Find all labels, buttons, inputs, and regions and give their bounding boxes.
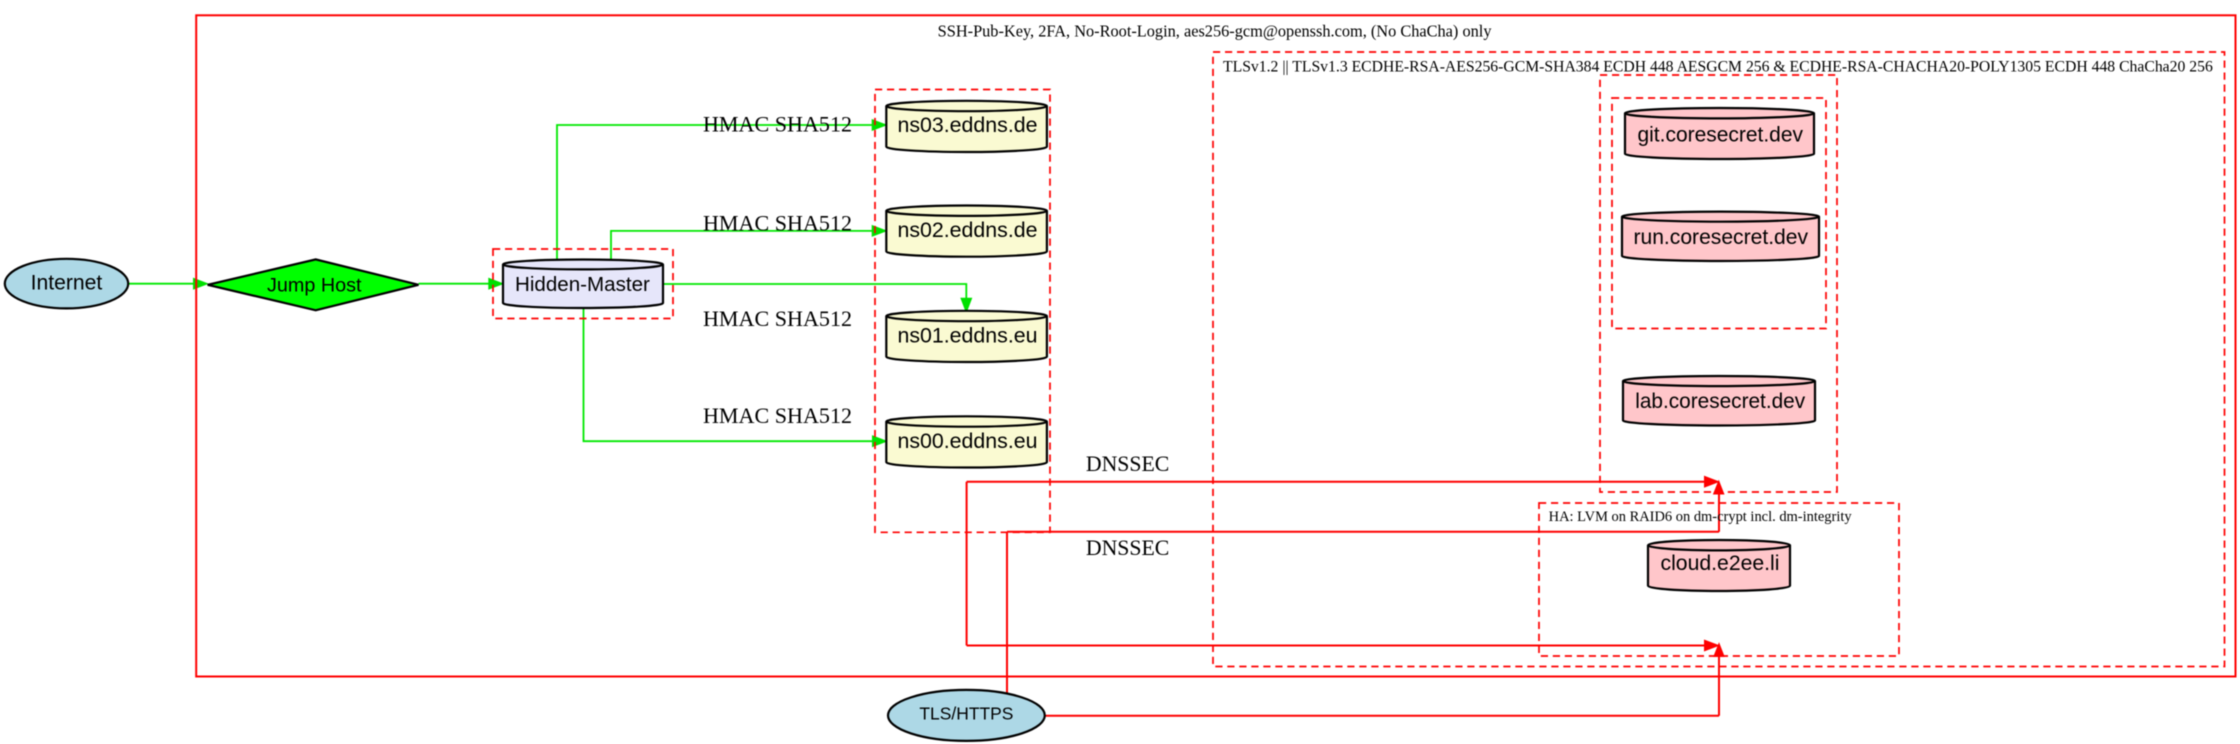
svg-text:ns01.eddns.eu: ns01.eddns.eu [897,323,1037,347]
svg-text:cloud.e2ee.li: cloud.e2ee.li [1661,552,1780,575]
svg-text:lab.coresecret.dev: lab.coresecret.dev [1635,390,1806,413]
svg-text:SSH-Pub-Key, 2FA, No-Root-Logi: SSH-Pub-Key, 2FA, No-Root-Login, aes256-… [938,21,1493,40]
svg-text:Jump Host: Jump Host [267,275,362,297]
svg-text:Hidden-Master: Hidden-Master [515,273,650,296]
svg-text:run.coresecret.dev: run.coresecret.dev [1633,226,1808,249]
svg-text:ns00.eddns.eu: ns00.eddns.eu [897,429,1037,453]
svg-text:DNSSEC: DNSSEC [1086,536,1169,560]
svg-text:ns02.eddns.de: ns02.eddns.de [897,218,1037,242]
svg-text:HMAC SHA512: HMAC SHA512 [703,210,852,235]
svg-text:HA: LVM on RAID6 on dm-crypt i: HA: LVM on RAID6 on dm-crypt incl. dm-in… [1549,509,1853,525]
svg-text:HMAC SHA512: HMAC SHA512 [703,111,852,136]
svg-text:HMAC SHA512: HMAC SHA512 [703,306,852,331]
svg-text:git.coresecret.dev: git.coresecret.dev [1637,123,1803,146]
svg-text:HMAC SHA512: HMAC SHA512 [703,403,852,428]
svg-text:TLS/HTTPS: TLS/HTTPS [919,703,1013,723]
svg-text:Internet: Internet [31,271,103,294]
svg-text:TLSv1.2 || TLSv1.3 ECDHE-RSA-A: TLSv1.2 || TLSv1.3 ECDHE-RSA-AES256-GCM-… [1223,59,2213,76]
svg-text:DNSSEC: DNSSEC [1086,452,1169,476]
svg-text:ns03.eddns.de: ns03.eddns.de [897,113,1037,137]
